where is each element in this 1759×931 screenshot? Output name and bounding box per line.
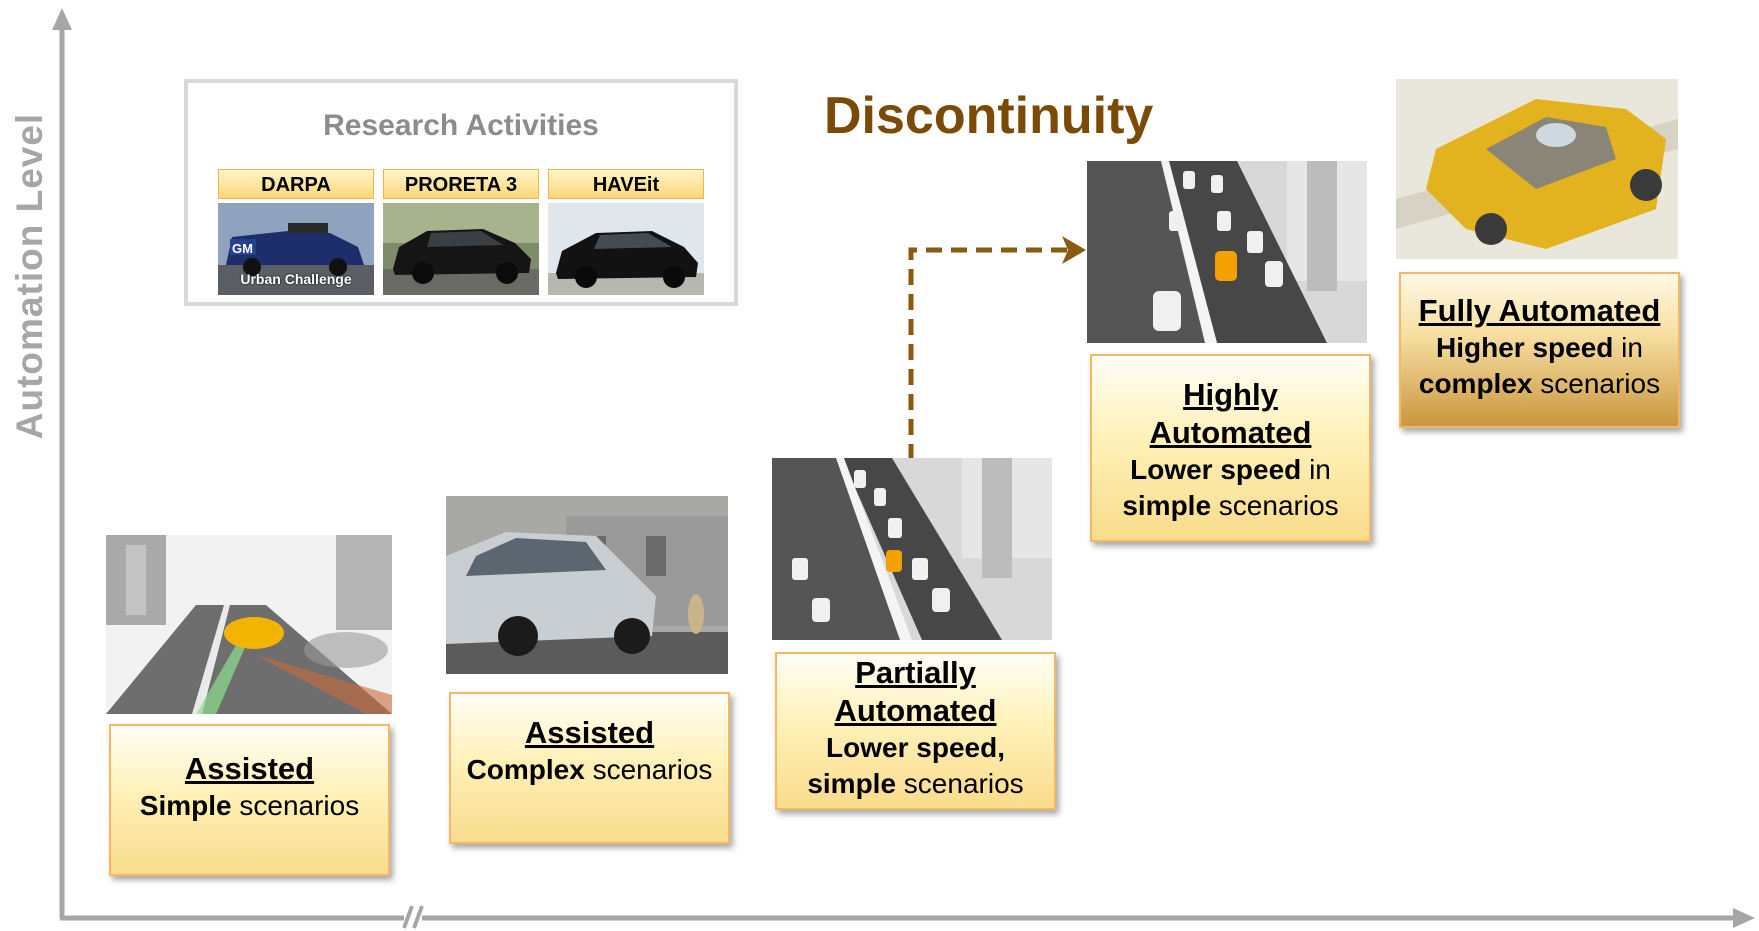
discontinuity-arrow bbox=[908, 236, 1086, 460]
highly-automated-title-line2: Automated bbox=[1149, 415, 1312, 450]
highly-automated-bold2: simple bbox=[1122, 490, 1212, 521]
darpa-caption: Urban Challenge bbox=[240, 271, 352, 287]
fully-automated-scene-image bbox=[1396, 79, 1678, 259]
partially-automated-title-line1: Partially bbox=[855, 655, 976, 690]
assisted-complex-title: Assisted bbox=[524, 715, 655, 750]
darpa-label: DARPA bbox=[218, 169, 374, 199]
partially-automated-text2: scenarios bbox=[896, 768, 1024, 799]
highly-automated-text2: scenarios bbox=[1211, 490, 1339, 521]
axis-break-mark bbox=[402, 905, 424, 929]
discontinuity-title: Discontinuity bbox=[824, 87, 1154, 145]
assisted-simple-title: Assisted bbox=[184, 751, 315, 786]
assisted-simple-scene-image bbox=[106, 535, 392, 714]
y-axis-label: Automation Level bbox=[9, 112, 50, 440]
assisted-complex-bold: Complex bbox=[466, 754, 585, 785]
fully-automated-bold2: complex bbox=[1418, 368, 1533, 399]
fully-automated-box: Fully Automated Higher speed in complex … bbox=[1399, 272, 1680, 428]
research-activities-title: Research Activities bbox=[323, 109, 599, 142]
highly-automated-title-line1: Highly bbox=[1183, 377, 1278, 412]
assisted-simple-box: Assisted Simple scenarios bbox=[109, 724, 390, 876]
assisted-simple-bold: Simple bbox=[139, 790, 232, 821]
partially-automated-box: Partially Automated Lower speed, simple … bbox=[775, 652, 1056, 810]
highly-automated-scene-image bbox=[1087, 161, 1367, 343]
fully-automated-text2: scenarios bbox=[1532, 368, 1661, 399]
haveit-label: HAVEit bbox=[548, 169, 704, 199]
fully-automated-text1: in bbox=[1613, 332, 1643, 363]
highly-automated-bold1: Lower speed bbox=[1130, 454, 1302, 485]
assisted-complex-scene-image bbox=[446, 496, 728, 674]
darpa-vehicle-image: GM Urban Challenge bbox=[218, 203, 374, 295]
fully-automated-bold1: Higher speed bbox=[1436, 332, 1614, 363]
proreta-vehicle-image bbox=[383, 203, 539, 295]
assisted-complex-box: Assisted Complex scenarios bbox=[449, 692, 730, 844]
proreta-label: PRORETA 3 bbox=[383, 169, 539, 199]
partially-automated-bold1: Lower speed, bbox=[826, 732, 1005, 763]
highly-automated-text1: in bbox=[1301, 454, 1331, 485]
assisted-simple-text: scenarios bbox=[231, 790, 360, 821]
research-activities-panel: Research Activities DARPA PRORETA 3 HAVE… bbox=[184, 79, 738, 306]
x-axis bbox=[60, 905, 1755, 929]
fully-automated-title: Fully Automated bbox=[1418, 293, 1661, 328]
partially-automated-title-line2: Automated bbox=[834, 693, 997, 728]
assisted-complex-text: scenarios bbox=[584, 754, 713, 785]
svg-text:GM: GM bbox=[232, 241, 253, 256]
partially-automated-bold2: simple bbox=[807, 768, 897, 799]
y-axis bbox=[52, 8, 72, 918]
haveit-vehicle-image bbox=[548, 203, 704, 295]
highly-automated-box: Highly Automated Lower speed in simple s… bbox=[1090, 354, 1371, 542]
partially-automated-scene-image bbox=[772, 458, 1052, 640]
